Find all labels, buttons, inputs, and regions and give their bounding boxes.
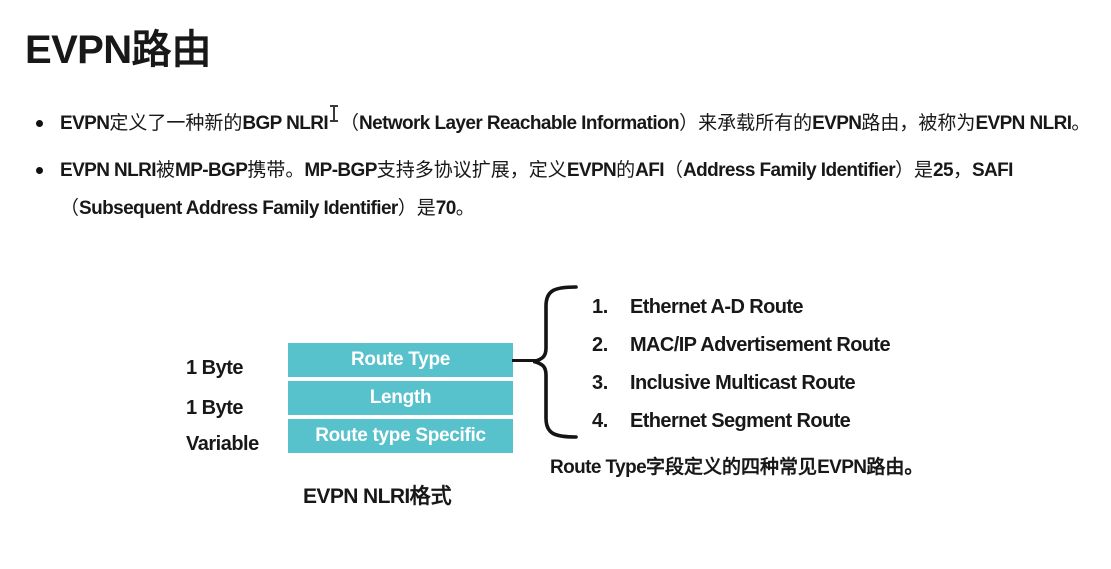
list-item: 3. Inclusive Multicast Route: [592, 364, 890, 402]
text-segment: ，: [952, 160, 972, 181]
text-segment: （: [340, 113, 360, 134]
field-row-route-type: Route Type: [288, 343, 513, 377]
field-size-label: Variable: [186, 433, 259, 455]
text-segment: 的: [616, 160, 636, 181]
text-segment: MP-BGP: [174, 160, 248, 181]
route-type-label: Inclusive Multicast Route: [630, 372, 856, 394]
text-segment: 70: [435, 198, 457, 219]
text-segment: EVPN: [817, 457, 867, 478]
list-number: 2.: [592, 334, 608, 356]
text-segment: BGP NLRI: [242, 113, 328, 134]
text-segment: EVPN: [566, 160, 617, 181]
text-cursor-icon: [330, 105, 338, 122]
field-size-label: 1 Byte: [186, 397, 244, 419]
bullet-text: EVPN定义了一种新的BGP NLRI（Network Layer Reacha…: [60, 105, 1090, 143]
text-segment: 。: [455, 198, 475, 219]
list-item: 2. MAC/IP Advertisement Route: [592, 326, 891, 364]
bullet-text: EVPN NLRI被MP-BGP携带。MP-BGP支持多协议扩展，定义EVPN的…: [60, 152, 1013, 228]
list-number: 1.: [592, 296, 608, 318]
text-segment: 支持多协议扩展，定义: [376, 160, 567, 181]
text-segment: ）是: [397, 198, 436, 219]
text-segment: 路由。: [866, 457, 924, 478]
text-segment: ）是: [895, 160, 934, 181]
list-item: 1. Ethernet A-D Route: [592, 288, 890, 326]
route-type-label: Ethernet A-D Route: [630, 296, 804, 318]
text-segment: 字段定义的四种常见: [646, 457, 818, 478]
text-segment: 路由，被称为: [861, 113, 976, 134]
bullet-item: EVPN NLRI被MP-BGP携带。MP-BGP支持多协议扩展，定义EVPN的…: [36, 152, 1013, 228]
text-segment: Subsequent Address Family Identifier: [79, 198, 398, 219]
diagram-caption: EVPN NLRI格式: [303, 484, 452, 510]
route-type-label: MAC/IP Advertisement Route: [630, 334, 891, 356]
list-number: 3.: [592, 372, 608, 394]
text-segment: ）来承载所有的: [679, 113, 813, 134]
text-segment: EVPN NLRI: [60, 160, 157, 181]
route-type-note: Route Type字段定义的四种常见EVPN路由。: [550, 455, 923, 481]
bullet-item: EVPN定义了一种新的BGP NLRI（Network Layer Reacha…: [36, 105, 1090, 143]
bullet-line: EVPN NLRI被MP-BGP携带。MP-BGP支持多协议扩展，定义EVPN的…: [60, 152, 1013, 190]
text-segment: Address Family Identifier: [683, 160, 896, 181]
text-segment: 路由: [131, 28, 212, 72]
bullet-icon: [36, 167, 43, 174]
text-segment: Route Type: [550, 457, 647, 478]
text-segment: EVPN NLRI: [303, 485, 410, 508]
text-segment: （: [663, 160, 683, 181]
route-type-label: Ethernet Segment Route: [630, 410, 851, 432]
text-segment: EVPN: [812, 113, 862, 134]
field-row-length: Length: [288, 381, 513, 415]
text-segment: AFI: [635, 160, 664, 181]
text-segment: EVPN: [25, 28, 132, 72]
field-row-route-type-specific: Route type Specific: [288, 419, 513, 453]
bullet-line: （Subsequent Address Family Identifier）是7…: [60, 190, 1013, 228]
text-segment: SAFI: [971, 160, 1013, 181]
text-segment: 25: [933, 160, 954, 181]
text-segment: 被: [155, 160, 175, 181]
text-segment: EVPN: [60, 113, 110, 134]
bullet-icon: [36, 120, 43, 127]
field-size-label: 1 Byte: [186, 357, 244, 379]
route-type-list: 1. Ethernet A-D Route 2. MAC/IP Advertis…: [592, 288, 891, 440]
bullet-line: EVPN定义了一种新的BGP NLRI（Network Layer Reacha…: [60, 105, 1090, 143]
text-segment: MP-BGP: [304, 160, 377, 181]
text-segment: 格式: [409, 485, 452, 508]
text-segment: 。: [1071, 113, 1091, 134]
connector-line: [512, 359, 536, 362]
text-segment: 定义了一种新的: [109, 113, 243, 134]
list-number: 4.: [592, 410, 608, 432]
text-segment: （: [60, 198, 80, 219]
list-item: 4. Ethernet Segment Route: [592, 402, 890, 440]
page-title: EVPN路由: [25, 24, 212, 76]
text-segment: Network Layer Reachable Information: [359, 113, 680, 134]
text-segment: 携带。: [247, 160, 305, 181]
brace-icon: [533, 285, 578, 439]
text-segment: EVPN NLRI: [975, 113, 1072, 134]
